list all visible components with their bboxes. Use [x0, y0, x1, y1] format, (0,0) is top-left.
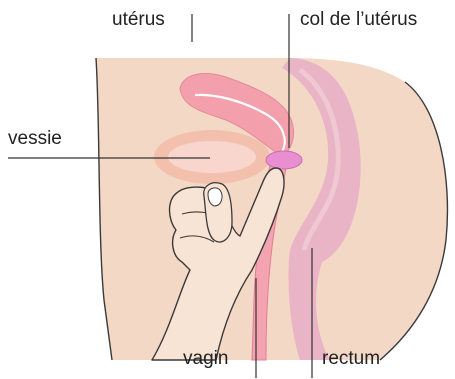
bladder-inner	[168, 141, 256, 173]
label-uterus: utérus	[112, 10, 165, 29]
label-bladder: vessie	[8, 129, 62, 148]
thumbnail	[208, 188, 222, 206]
label-vagina: vagin	[183, 349, 228, 368]
cervix	[266, 151, 302, 169]
label-cervix: col de l’utérus	[300, 10, 417, 29]
label-rectum: rectum	[322, 349, 380, 368]
